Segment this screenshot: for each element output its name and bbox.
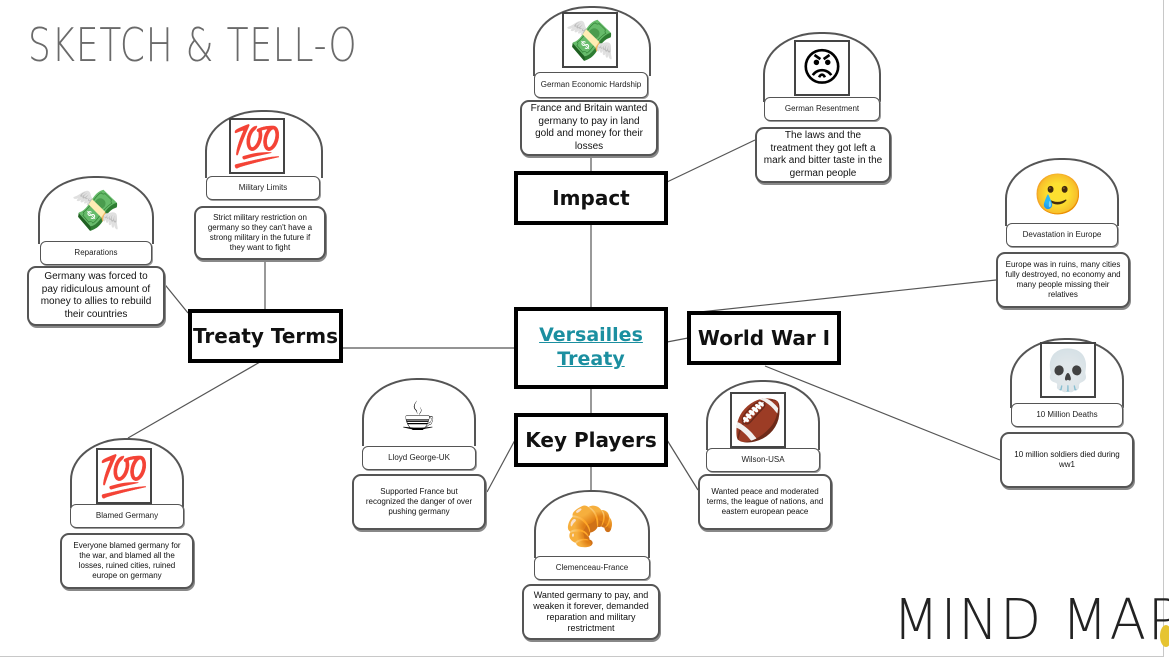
connector-keyplayers-lloyd — [486, 439, 516, 493]
military-limits-label: Military Limits — [206, 176, 320, 200]
deaths-text: 10 million soldiers died during ww1 — [1000, 432, 1134, 488]
world-war-hub[interactable]: World War I — [687, 311, 841, 365]
economic-hardship-text: France and Britain wanted germany to pay… — [520, 100, 658, 156]
center-hub-line1[interactable]: Versailles — [539, 324, 643, 347]
clemenceau-icon: 🥐 — [565, 503, 615, 550]
resentment-label: German Resentment — [764, 97, 880, 121]
clemenceau-dome — [534, 490, 650, 558]
center-hub-line2[interactable]: Treaty — [557, 348, 625, 370]
reparations-text: Germany was forced to pay ridiculous amo… — [27, 266, 165, 326]
economic-hardship-label: German Economic Hardship — [534, 72, 648, 98]
lloyd-george-label: Lloyd George-UK — [362, 446, 476, 470]
connector-worldwar-deaths — [764, 365, 1001, 461]
corner-badge — [1160, 625, 1169, 647]
lloyd-george-text: Supported France but recognized the dang… — [352, 474, 486, 530]
connector-impact-resentment — [666, 139, 756, 183]
blamed-germany-label: Blamed Germany — [70, 504, 184, 528]
key-players-hub[interactable]: Key Players — [514, 413, 668, 467]
military-limits-icon: 💯 — [229, 118, 285, 174]
connector-treaty-blamed — [127, 361, 261, 439]
reparations-icon: 💸 — [71, 187, 121, 234]
resentment-text: The laws and the treatment they got left… — [755, 127, 891, 183]
connector-worldwar-devastation — [699, 279, 997, 313]
treaty-terms-hub[interactable]: Treaty Terms — [188, 309, 343, 363]
resentment-icon: 😡 — [794, 40, 850, 96]
clemenceau-label: Clemenceau-France — [534, 556, 650, 580]
military-limits-text: Strict military restriction on germany s… — [194, 206, 326, 260]
reparations-label: Reparations — [40, 241, 152, 265]
devastation-icon: 🥲 — [1033, 171, 1083, 218]
lloyd-dome — [362, 378, 476, 446]
blamed-germany-text: Everyone blamed germany for the war, and… — [60, 533, 194, 589]
footer-title: MIND MAP — [893, 588, 1169, 653]
connector-center-worldwar — [666, 337, 689, 343]
deaths-icon: 💀 — [1040, 342, 1096, 398]
lloyd-george-icon: ☕ — [400, 394, 436, 440]
wilson-text: Wanted peace and moderated terms, the le… — [698, 474, 832, 530]
page-title: SKETCH & TELL-O — [28, 18, 358, 72]
impact-hub[interactable]: Impact — [514, 171, 668, 225]
wilson-icon: 🏈 — [730, 392, 786, 448]
blamed-germany-icon: 💯 — [96, 448, 152, 504]
devastation-dome — [1005, 158, 1119, 226]
devastation-text: Europe was in ruins, many cities fully d… — [996, 252, 1130, 308]
devastation-label: Devastation in Europe — [1006, 223, 1118, 247]
clemenceau-text: Wanted germany to pay, and weaken it for… — [522, 584, 660, 640]
deaths-label: 10 Million Deaths — [1011, 403, 1123, 427]
connector-treaty-reparations — [161, 280, 189, 314]
reparations-dome — [38, 176, 154, 244]
connector-keyplayers-wilson — [666, 439, 699, 491]
wilson-label: Wilson-USA — [706, 448, 820, 472]
economic-hardship-icon: 💸 — [562, 12, 618, 68]
